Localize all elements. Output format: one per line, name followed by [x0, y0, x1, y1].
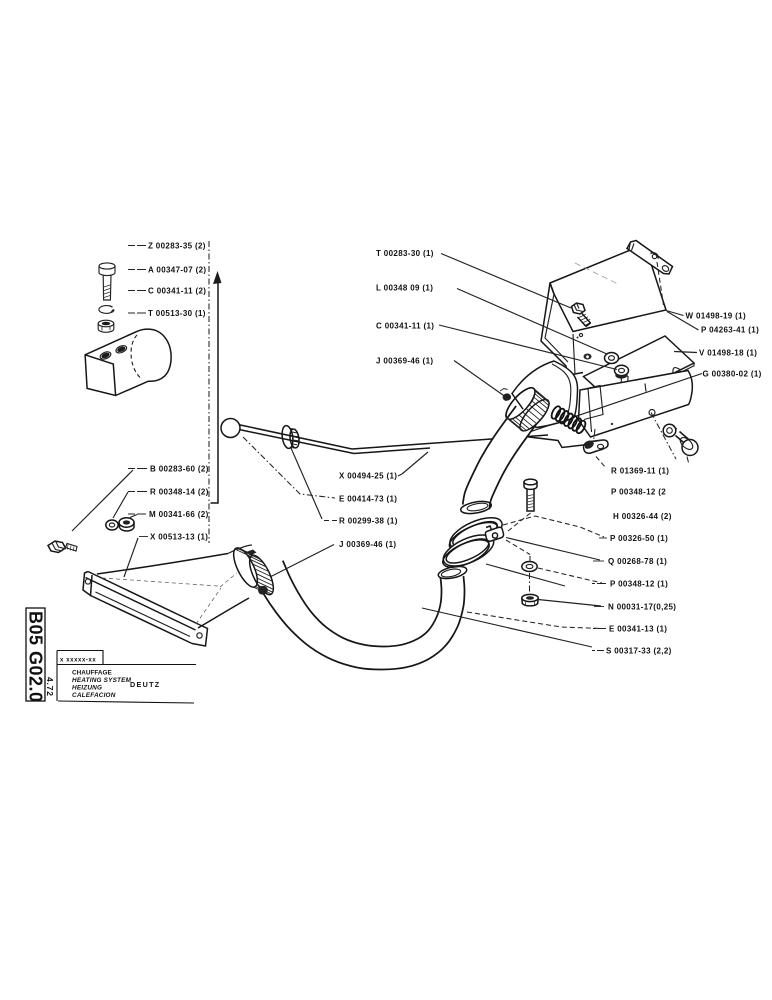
- svg-text:B05 G02.0: B05 G02.0: [26, 611, 46, 703]
- svg-text:HEIZUNG: HEIZUNG: [72, 685, 102, 692]
- svg-text:Z 00283-35 (2): Z 00283-35 (2): [148, 242, 206, 251]
- svg-text:DEUTZ: DEUTZ: [130, 680, 160, 689]
- svg-text:H 00326-44 (2): H 00326-44 (2): [613, 512, 672, 521]
- svg-text:R 00299-38 (1): R 00299-38 (1): [339, 517, 398, 526]
- svg-text:X 00513-13 (1): X 00513-13 (1): [150, 533, 208, 542]
- svg-text:Q 00268-78 (1): Q 00268-78 (1): [608, 557, 667, 566]
- svg-text:A 00347-07 (2): A 00347-07 (2): [148, 266, 206, 275]
- svg-text:P 04263-41 (1): P 04263-41 (1): [701, 326, 759, 335]
- svg-text:P 00348-12 (2: P 00348-12 (2: [611, 488, 666, 497]
- svg-text:J 00369-46 (1): J 00369-46 (1): [339, 540, 396, 549]
- svg-text:B 00283-60 (2): B 00283-60 (2): [150, 465, 209, 474]
- svg-text:W 01498-19 (1): W 01498-19 (1): [686, 312, 746, 321]
- svg-text:x xxxxx-xx: x xxxxx-xx: [60, 658, 96, 664]
- svg-text:P 00348-12 (1): P 00348-12 (1): [610, 580, 668, 589]
- svg-text:X 00494-25 (1): X 00494-25 (1): [339, 472, 397, 481]
- svg-text:S 00317-33 (2,2): S 00317-33 (2,2): [606, 647, 672, 656]
- svg-text:N 00031-17(0,25): N 00031-17(0,25): [608, 603, 676, 612]
- svg-text:M 00341-66 (2): M 00341-66 (2): [149, 510, 209, 519]
- svg-text:CALEFACION: CALEFACION: [72, 692, 116, 699]
- svg-text:C 00341-11 (1): C 00341-11 (1): [376, 322, 434, 331]
- svg-text:HEATING SYSTEM: HEATING SYSTEM: [72, 677, 132, 684]
- svg-text:E 00414-73 (1): E 00414-73 (1): [339, 495, 397, 504]
- svg-text:L 00348 09 (1): L 00348 09 (1): [376, 284, 433, 293]
- svg-text:J 00369-46 (1): J 00369-46 (1): [376, 357, 433, 366]
- svg-text:CHAUFFAGE: CHAUFFAGE: [72, 670, 113, 677]
- svg-text:R 01369-11 (1): R 01369-11 (1): [611, 467, 669, 476]
- svg-text:P 00326-50 (1): P 00326-50 (1): [610, 534, 668, 543]
- svg-text:G 00380-02 (1): G 00380-02 (1): [703, 370, 762, 379]
- svg-text:T 00513-30 (1): T 00513-30 (1): [148, 309, 206, 318]
- svg-text:4.72: 4.72: [45, 677, 55, 697]
- svg-text:R 00348-14 (2): R 00348-14 (2): [150, 488, 209, 497]
- svg-text:V 01498-18 (1): V 01498-18 (1): [699, 349, 757, 358]
- svg-text:E 00341-13 (1): E 00341-13 (1): [609, 625, 667, 634]
- svg-text:T 00283-30 (1): T 00283-30 (1): [376, 249, 434, 258]
- svg-text:C 00341-11 (2): C 00341-11 (2): [148, 287, 206, 296]
